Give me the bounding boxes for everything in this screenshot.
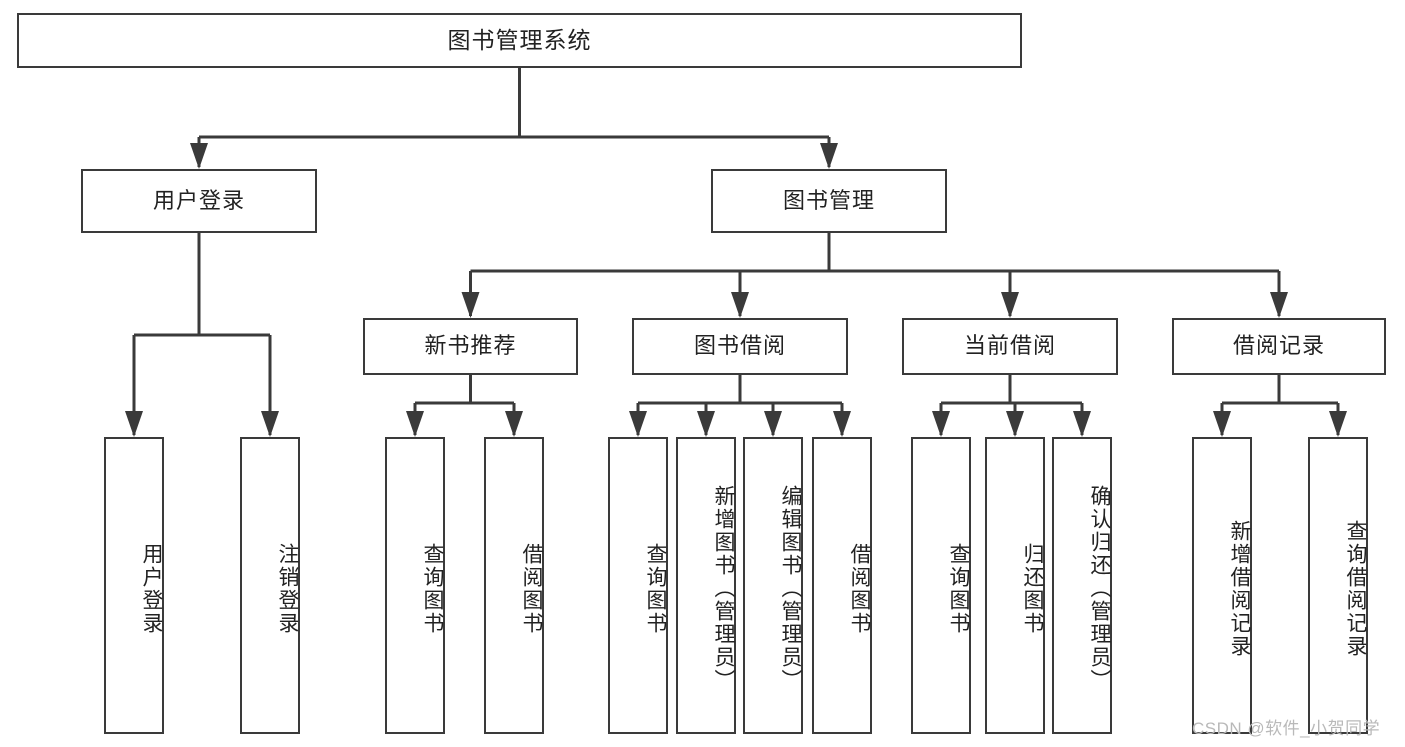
node-label: 借阅图书: [848, 542, 871, 635]
node-root[interactable]: 图书管理系统: [17, 13, 1022, 68]
node-label: 新增借阅记录: [1228, 519, 1251, 658]
node-label: 查询图书: [421, 542, 444, 635]
node-label: 借阅图书: [520, 542, 543, 635]
node-leaf-bk-borrow[interactable]: 借阅图书: [812, 437, 872, 734]
node-leaf-nb-query[interactable]: 查询图书: [385, 437, 445, 734]
node-leaf-bk-edit[interactable]: 编辑图书（管理员）: [743, 437, 803, 734]
node-label: 注销登录: [276, 542, 299, 635]
node-label: 查询图书: [644, 542, 667, 635]
node-label: 归还图书: [1021, 542, 1044, 635]
node-login[interactable]: 用户登录: [81, 169, 317, 233]
node-label: 用户登录: [140, 542, 163, 635]
node-label: 用户登录: [152, 187, 245, 213]
node-label: 新增图书（管理员）: [712, 485, 735, 692]
node-records[interactable]: 借阅记录: [1172, 318, 1386, 375]
node-leaf-user-login[interactable]: 用户登录: [104, 437, 164, 734]
node-label: 查询图书: [947, 542, 970, 635]
node-label: 当前借阅: [963, 333, 1056, 359]
node-leaf-cur-return[interactable]: 归还图书: [985, 437, 1045, 734]
node-leaf-bk-add[interactable]: 新增图书（管理员）: [676, 437, 736, 734]
node-current[interactable]: 当前借阅: [902, 318, 1118, 375]
node-label: 借阅记录: [1232, 333, 1325, 359]
node-leaf-rec-query[interactable]: 查询借阅记录: [1308, 437, 1368, 734]
node-leaf-user-logout[interactable]: 注销登录: [240, 437, 300, 734]
node-label: 查询借阅记录: [1344, 519, 1367, 658]
node-newbook[interactable]: 新书推荐: [363, 318, 578, 375]
watermark-text: CSDN @软件_小贺同学: [1192, 719, 1381, 738]
node-leaf-nb-borrow[interactable]: 借阅图书: [484, 437, 544, 734]
node-label: 确认归还（管理员）: [1088, 485, 1111, 692]
node-borrow[interactable]: 图书借阅: [632, 318, 848, 375]
node-label: 编辑图书（管理员）: [779, 485, 802, 692]
node-bookmgmt[interactable]: 图书管理: [711, 169, 947, 233]
node-label: 图书借阅: [693, 333, 786, 359]
node-leaf-rec-add[interactable]: 新增借阅记录: [1192, 437, 1252, 734]
node-label: 图书管理系统: [447, 26, 592, 53]
node-label: 图书管理: [782, 187, 875, 213]
node-leaf-bk-query[interactable]: 查询图书: [608, 437, 668, 734]
node-label: 新书推荐: [424, 333, 517, 359]
node-leaf-cur-query[interactable]: 查询图书: [911, 437, 971, 734]
node-leaf-cur-confirm[interactable]: 确认归还（管理员）: [1052, 437, 1112, 734]
